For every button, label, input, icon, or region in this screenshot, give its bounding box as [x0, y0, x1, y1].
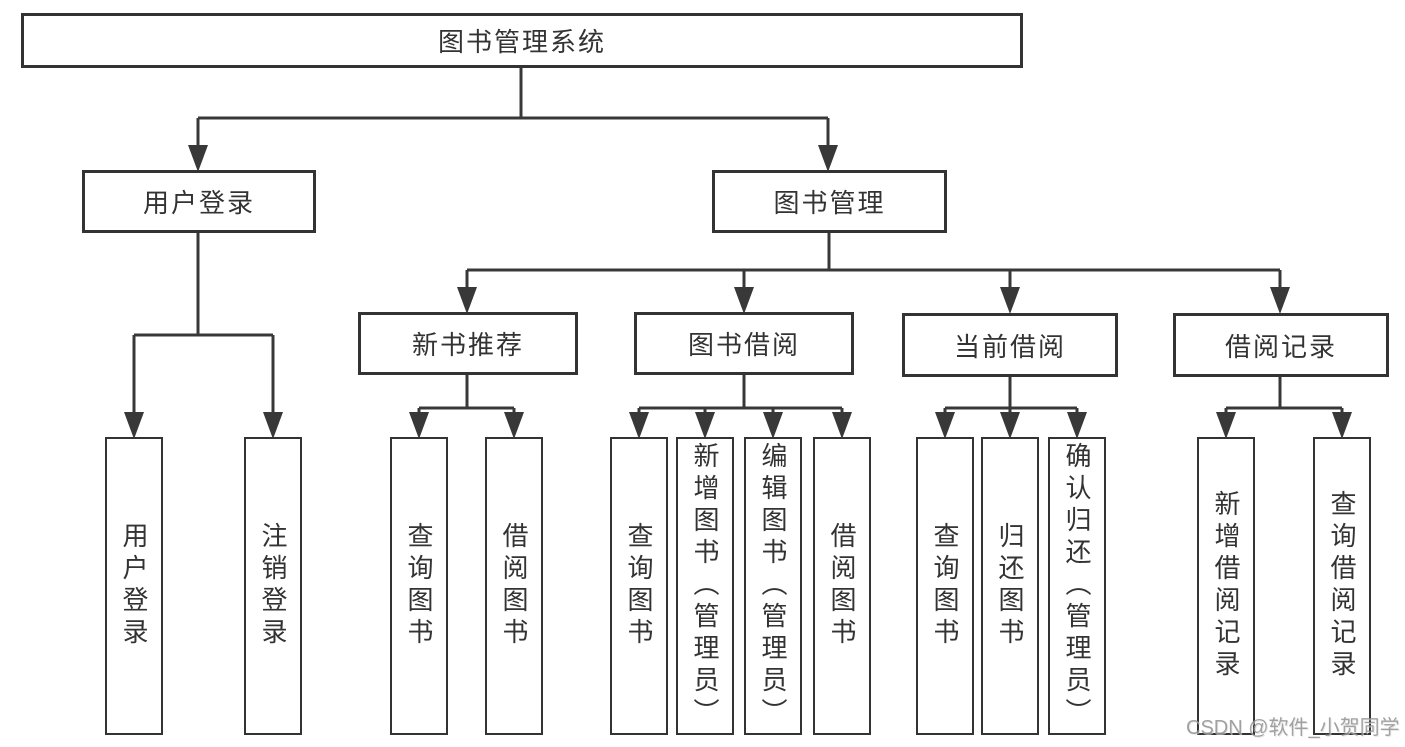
node-label: 图书管理系统	[437, 27, 606, 57]
leaf-borrow-book-recommend: 借阅图书	[485, 437, 543, 735]
node-label: 新书推荐	[411, 330, 524, 360]
node-new-book-recommend: 新书推荐	[358, 312, 578, 375]
leaf-return-book: 归还图书	[981, 437, 1039, 735]
node-label: 用户登录	[142, 188, 255, 218]
node-label: 借阅图书	[499, 522, 529, 650]
node-label: 注销登录	[258, 522, 288, 650]
node-label: 确认归还（管理员）	[1062, 442, 1092, 730]
leaf-user-login: 用户登录	[105, 437, 163, 735]
node-label: 图书管理	[773, 188, 886, 218]
node-book-management: 图书管理	[712, 170, 947, 233]
leaf-confirm-return-admin: 确认归还（管理员）	[1048, 437, 1106, 735]
node-user-login: 用户登录	[82, 170, 316, 233]
leaf-query-borrow-record: 查询借阅记录	[1313, 437, 1371, 735]
node-label: 图书借阅	[687, 330, 800, 360]
leaf-query-book-recommend: 查询图书	[390, 437, 448, 735]
node-label: 用户登录	[119, 522, 149, 650]
leaf-edit-book-admin: 编辑图书（管理员）	[744, 437, 802, 735]
leaf-logout: 注销登录	[244, 437, 302, 735]
node-root-system: 图书管理系统	[21, 13, 1023, 68]
node-label: 当前借阅	[953, 331, 1066, 362]
leaf-query-book-borrow: 查询图书	[610, 437, 668, 735]
node-label: 查询借阅记录	[1327, 490, 1357, 682]
leaf-borrow-book: 借阅图书	[813, 437, 871, 735]
node-book-borrow: 图书借阅	[634, 312, 854, 375]
watermark: CSDN @软件_小贺同学	[1186, 717, 1400, 739]
node-label: 查询图书	[404, 522, 434, 650]
arrow-down-icons	[124, 145, 1352, 439]
node-label: 归还图书	[995, 522, 1025, 650]
node-label: 新增借阅记录	[1211, 490, 1241, 682]
node-label: 查询图书	[624, 522, 654, 650]
node-current-borrow: 当前借阅	[902, 313, 1118, 377]
node-label: 借阅记录	[1224, 331, 1337, 362]
leaf-add-book-admin: 新增图书（管理员）	[676, 437, 734, 735]
node-borrow-record: 借阅记录	[1173, 313, 1389, 377]
node-label: 借阅图书	[827, 522, 857, 650]
leaf-add-borrow-record: 新增借阅记录	[1197, 437, 1255, 735]
leaf-query-book-current: 查询图书	[916, 437, 974, 735]
node-label: 编辑图书（管理员）	[758, 442, 788, 730]
node-label: 新增图书（管理员）	[690, 442, 720, 730]
node-label: 查询图书	[930, 522, 960, 650]
